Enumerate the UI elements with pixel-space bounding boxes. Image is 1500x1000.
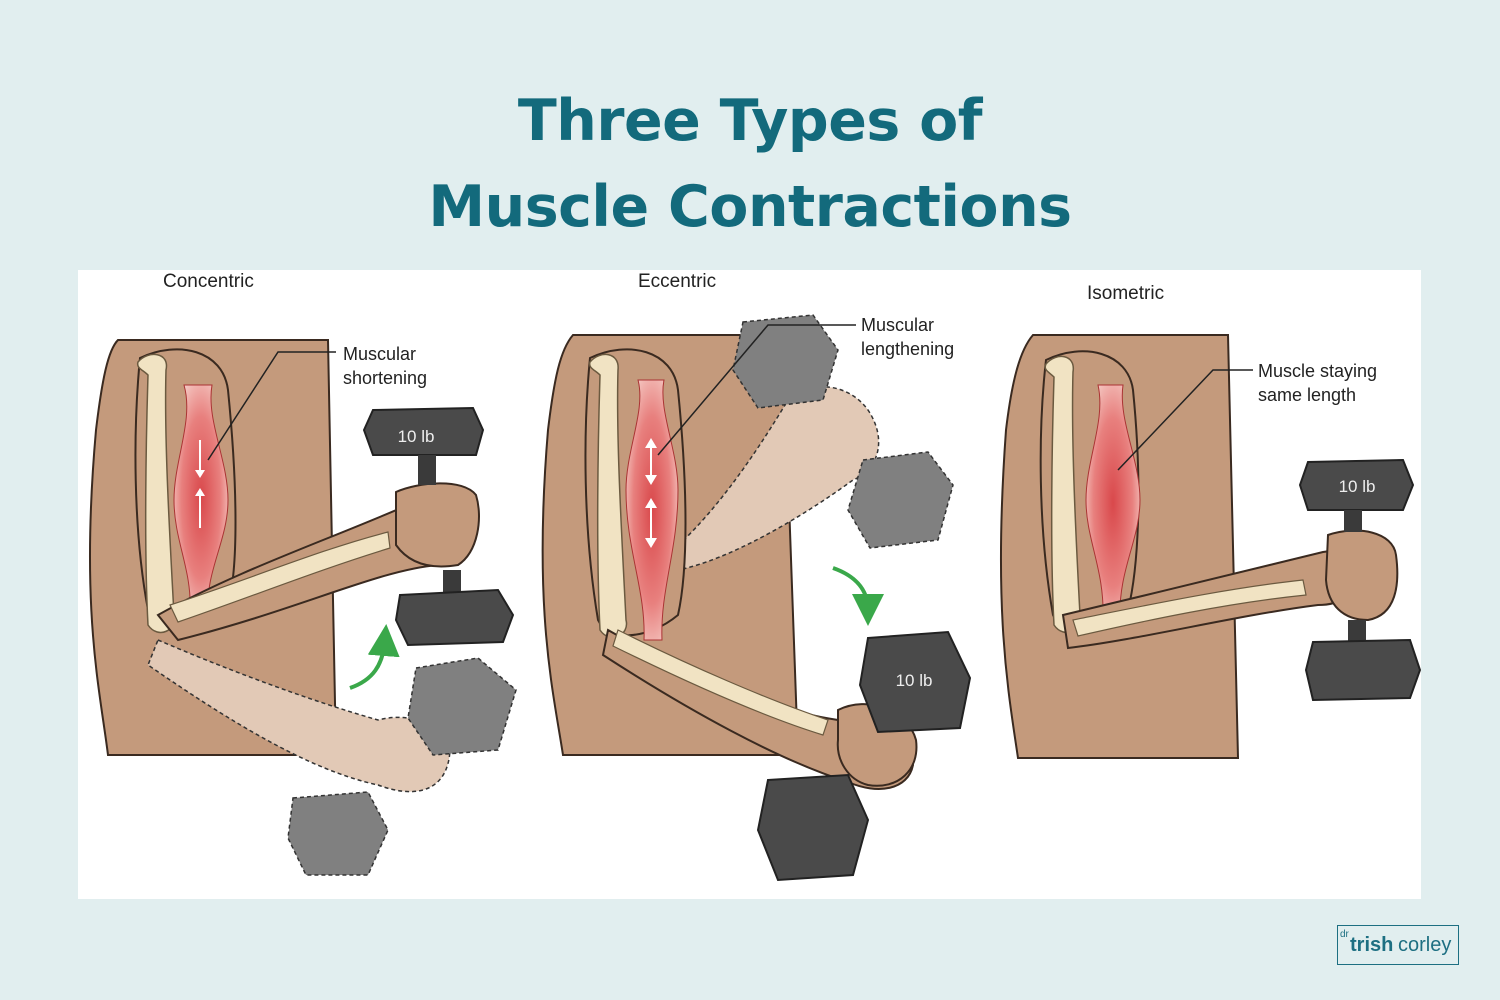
concentric-faded-forearm xyxy=(147,639,451,793)
eccentric-faded-forearm xyxy=(672,385,880,571)
concentric-weight-label: 10 lb xyxy=(398,427,435,446)
title-line-1: Three Types of xyxy=(517,88,983,154)
eccentric-forearm-bones xyxy=(612,629,829,736)
concentric-humerus xyxy=(136,353,176,634)
concentric-annotation-line1: Muscular xyxy=(343,344,417,364)
eccentric-motion-arrow xyxy=(832,566,884,626)
eccentric-annotation-line2: lengthening xyxy=(861,339,955,359)
eccentric-annotation-line1: Muscular xyxy=(861,315,935,335)
concentric-faded-dumbbell-upper xyxy=(407,657,517,756)
isometric-weight-label: 10 lb xyxy=(1339,477,1376,496)
concentric-annotation: Muscular shortening xyxy=(343,342,427,390)
eccentric-figure: 10 lb xyxy=(541,314,972,882)
eccentric-weight-label: 10 lb xyxy=(896,671,933,690)
eccentric-dumbbell xyxy=(756,630,972,882)
isometric-hand xyxy=(1324,529,1399,622)
brand-logo: dr trish corley xyxy=(1337,925,1459,965)
isometric-annotation-line xyxy=(1117,369,1253,471)
concentric-hand xyxy=(395,482,480,568)
concentric-dumbbell xyxy=(362,406,515,647)
concentric-forearm-bones xyxy=(169,531,391,623)
logo-first: trish xyxy=(1350,934,1394,956)
concentric-motion-arrow xyxy=(349,624,400,690)
logo-prefix: dr xyxy=(1340,929,1349,940)
isometric-figure: 10 lb xyxy=(999,334,1421,759)
page-title: Three Types of Muscle Contractions xyxy=(0,78,1500,250)
concentric-label: Concentric xyxy=(163,271,254,292)
muscle-contraction-illustration: 10 lb xyxy=(88,314,1421,882)
eccentric-annotation: Muscular lengthening xyxy=(861,313,954,361)
isometric-dumbbell xyxy=(1298,458,1421,702)
title-line-2: Muscle Contractions xyxy=(428,174,1072,240)
eccentric-label: Eccentric xyxy=(638,271,717,292)
isometric-annotation: Muscle staying same length xyxy=(1258,359,1377,407)
logo-last: corley xyxy=(1398,934,1452,956)
isometric-annotation-line1: Muscle staying xyxy=(1258,361,1378,381)
eccentric-faded-dumbbell-lower xyxy=(847,451,954,549)
isometric-annotation-line2: same length xyxy=(1258,385,1357,405)
isometric-forearm-bones xyxy=(1072,579,1307,637)
concentric-annotation-line xyxy=(207,351,336,461)
eccentric-annotation-line xyxy=(657,324,856,456)
concentric-annotation-line2: shortening xyxy=(343,368,428,388)
concentric-faded-dumbbell-lower xyxy=(287,791,389,876)
illustration-panel: 10 lb xyxy=(78,270,1421,899)
eccentric-faded-dumbbell-upper xyxy=(732,314,839,409)
isometric-label: Isometric xyxy=(1087,283,1165,304)
concentric-figure: 10 lb xyxy=(88,339,517,876)
